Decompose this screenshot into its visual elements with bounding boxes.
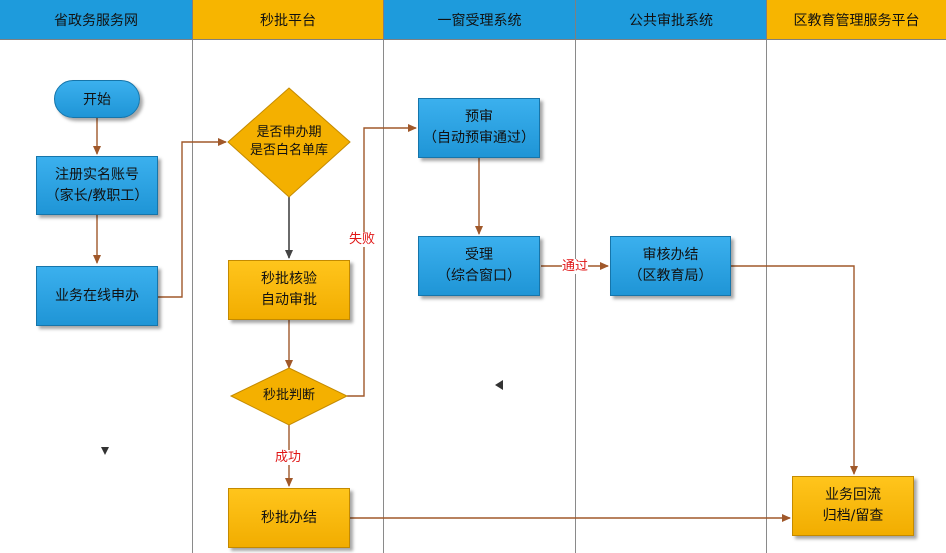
prereview-line1: 预审 (465, 109, 493, 125)
edge-apply-check (158, 138, 227, 298)
approve-line1: 审核办结 (642, 247, 699, 263)
register-line2: （家长/教职工） (45, 187, 149, 204)
prereview-line2: （自动预审通过） (423, 130, 535, 146)
register-account-box: 注册实名账号 （家长/教职工） (36, 156, 158, 215)
instant-finish-box: 秒批办结 (228, 488, 350, 548)
edge-label-fail: 失败 (349, 232, 376, 247)
check-line1: 是否申办期 (256, 125, 322, 140)
finish-label: 秒批办结 (261, 509, 317, 526)
start-terminal: 开始 (54, 80, 140, 118)
lane-divider (766, 40, 767, 553)
archive-line2: 归档/留查 (822, 508, 884, 524)
apply-label: 业务在线申办 (55, 287, 139, 304)
accept-box: 受理 （综合窗口） (418, 236, 540, 296)
edge-label-success: 成功 (275, 450, 302, 465)
archive-line1: 业务回流 (825, 487, 881, 503)
decision-judge-label: 秒批判断 (249, 387, 329, 405)
prereview-box: 预审 （自动预审通过） (418, 98, 540, 158)
register-line1: 注册实名账号 (55, 166, 139, 183)
check-line2: 是否白名单库 (249, 143, 328, 158)
online-apply-box: 业务在线申办 (36, 266, 158, 326)
lane-header-district-education: 区教育管理服务平台 (767, 0, 946, 40)
judge-label: 秒批判断 (262, 388, 315, 403)
lane-header-provincial-portal: 省政务服务网 (0, 0, 193, 40)
stray-marker (101, 447, 109, 455)
accept-line2: （综合窗口） (437, 268, 521, 284)
lane-header-one-window: 一窗受理系统 (384, 0, 576, 40)
edge-judge-prereview (347, 124, 417, 397)
stray-marker (495, 380, 503, 390)
accept-line1: 受理 (465, 247, 493, 263)
lane-divider (383, 40, 384, 553)
decision-judge-shape (229, 367, 349, 426)
lane-divider (575, 40, 576, 553)
approve-box: 审核办结 （区教育局） (610, 236, 731, 296)
decision-check-period-shape (227, 87, 351, 198)
lane-divider (192, 40, 193, 553)
archive-box: 业务回流 归档/留查 (792, 476, 914, 536)
verify-line1: 秒批核验 (261, 271, 317, 287)
edge-label-pass: 通过 (562, 259, 589, 274)
verify-auto-approve-box: 秒批核验 自动审批 (228, 260, 350, 320)
edge-approve-archive (731, 265, 858, 475)
approve-line2: （区教育局） (628, 268, 713, 284)
decision-check-period-label: 是否申办期 是否白名单库 (239, 122, 339, 162)
verify-line2: 自动审批 (261, 292, 317, 308)
lane-header-public-approval: 公共审批系统 (576, 0, 767, 40)
lane-header-instant-approval: 秒批平台 (193, 0, 384, 40)
